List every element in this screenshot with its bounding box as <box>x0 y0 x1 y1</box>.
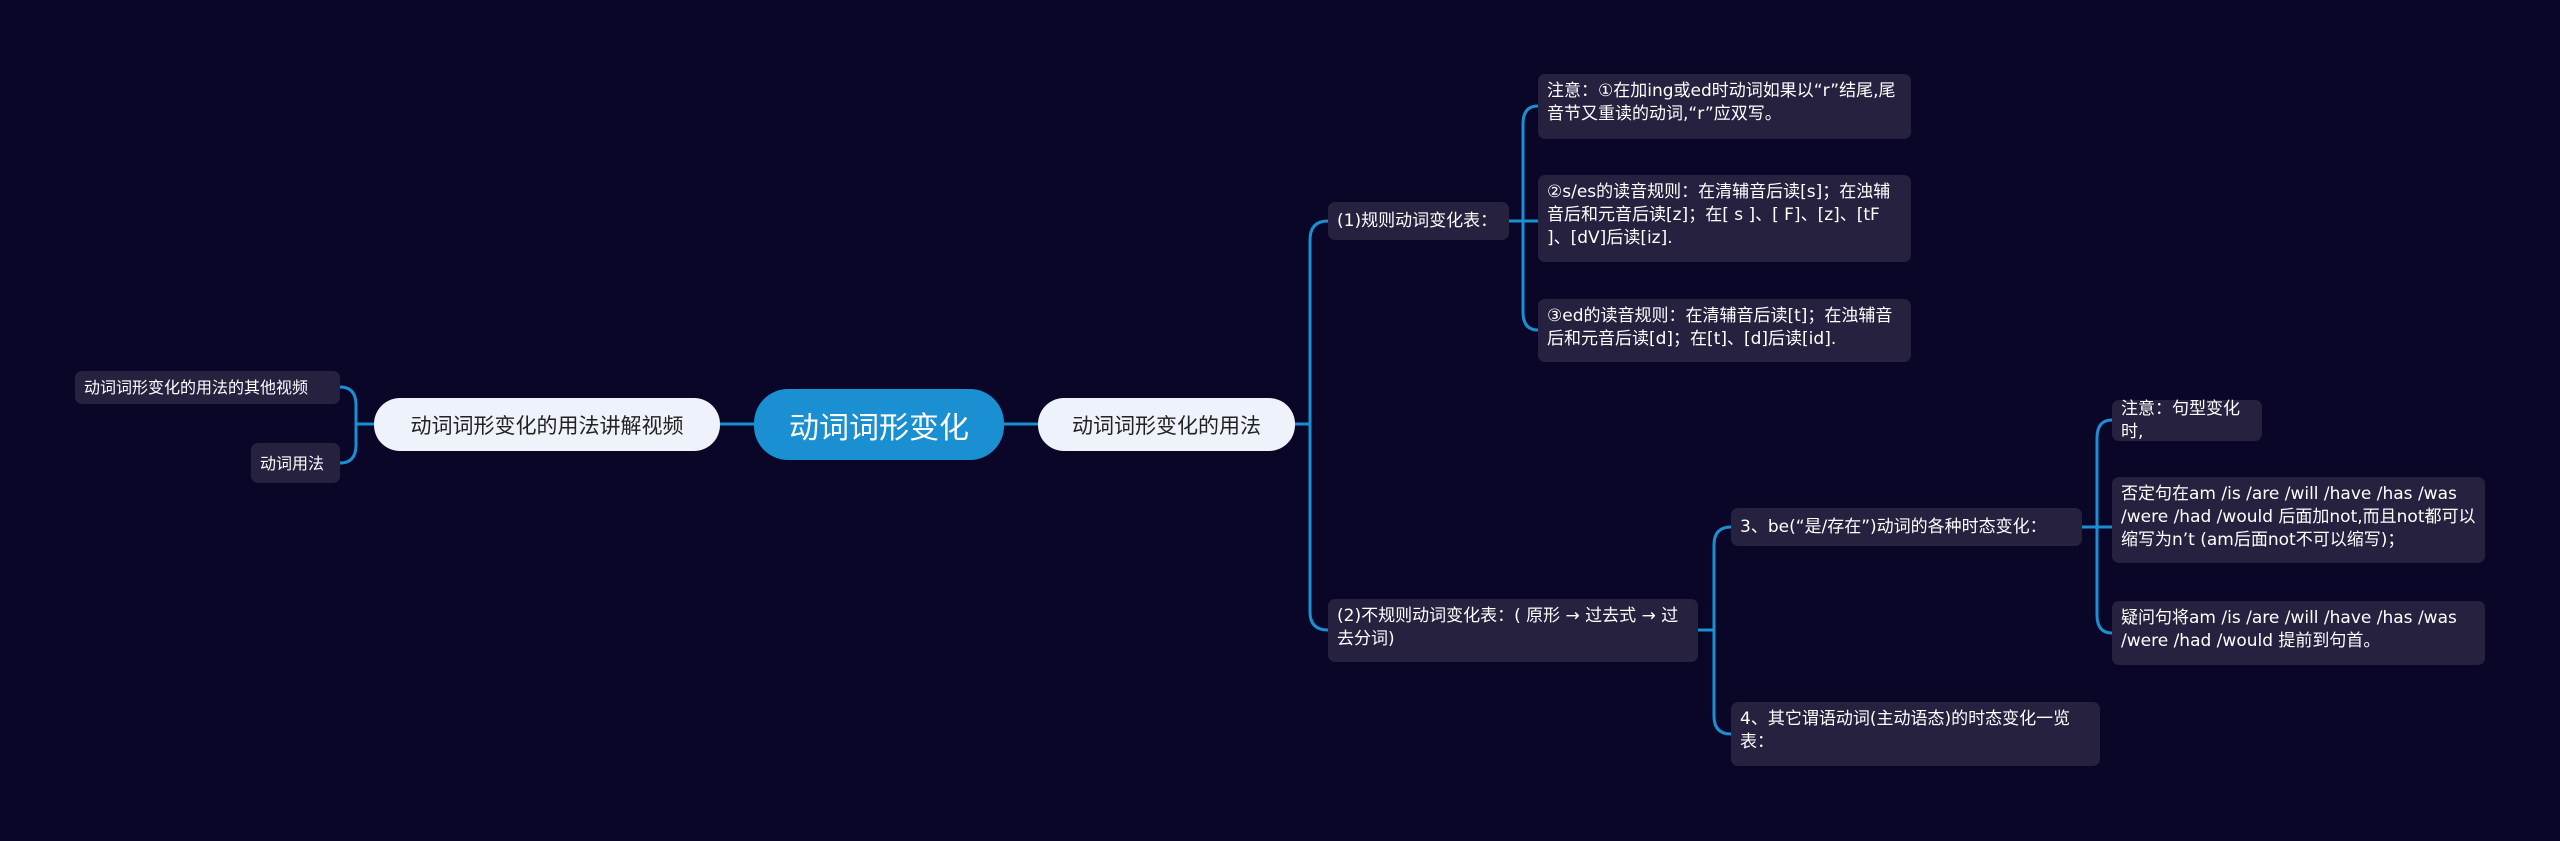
regular-note-node[interactable]: ③ed的读音规则：在清辅音后读[t]；在浊辅音后和元音后读[d]；在[t]、[d… <box>1538 299 1911 362</box>
regular-verb-node[interactable]: (1)规则动词变化表： <box>1328 202 1509 240</box>
left-branch-node[interactable]: 动词词形变化的用法讲解视频 <box>374 398 720 451</box>
be-verb-node[interactable]: 3、be(“是/存在”)动词的各种时态变化： <box>1731 508 2082 546</box>
other-verbs-node[interactable]: 4、其它谓语动词(主动语态)的时态变化一览表： <box>1731 702 2100 766</box>
left-leaf-node[interactable]: 动词词形变化的用法的其他视频 <box>75 371 340 404</box>
be-note-node[interactable]: 注意：句型变化时, <box>2112 399 2262 442</box>
irregular-verb-node[interactable]: (2)不规则动词变化表：( 原形 → 过去式 → 过去分词) <box>1328 599 1698 662</box>
right-branch-node[interactable]: 动词词形变化的用法 <box>1038 398 1295 451</box>
be-note-node[interactable]: 疑问句将am /is /are /will /have /has /was /w… <box>2112 601 2485 665</box>
root-node[interactable]: 动词词形变化 <box>754 389 1004 460</box>
be-note-node[interactable]: 否定句在am /is /are /will /have /has /was /w… <box>2112 477 2485 563</box>
left-branch-label: 动词词形变化的用法讲解视频 <box>410 413 684 438</box>
root-label: 动词词形变化 <box>789 410 969 446</box>
left-leaf-node[interactable]: 动词用法 <box>251 443 340 483</box>
regular-note-node[interactable]: ②s/es的读音规则：在清辅音后读[s]；在浊辅音后和元音后读[z]；在[ s … <box>1538 175 1911 262</box>
regular-note-node[interactable]: 注意：①在加ing或ed时动词如果以“r”结尾,尾音节又重读的动词,“r”应双写… <box>1538 74 1911 139</box>
right-branch-label: 动词词形变化的用法 <box>1072 413 1261 438</box>
